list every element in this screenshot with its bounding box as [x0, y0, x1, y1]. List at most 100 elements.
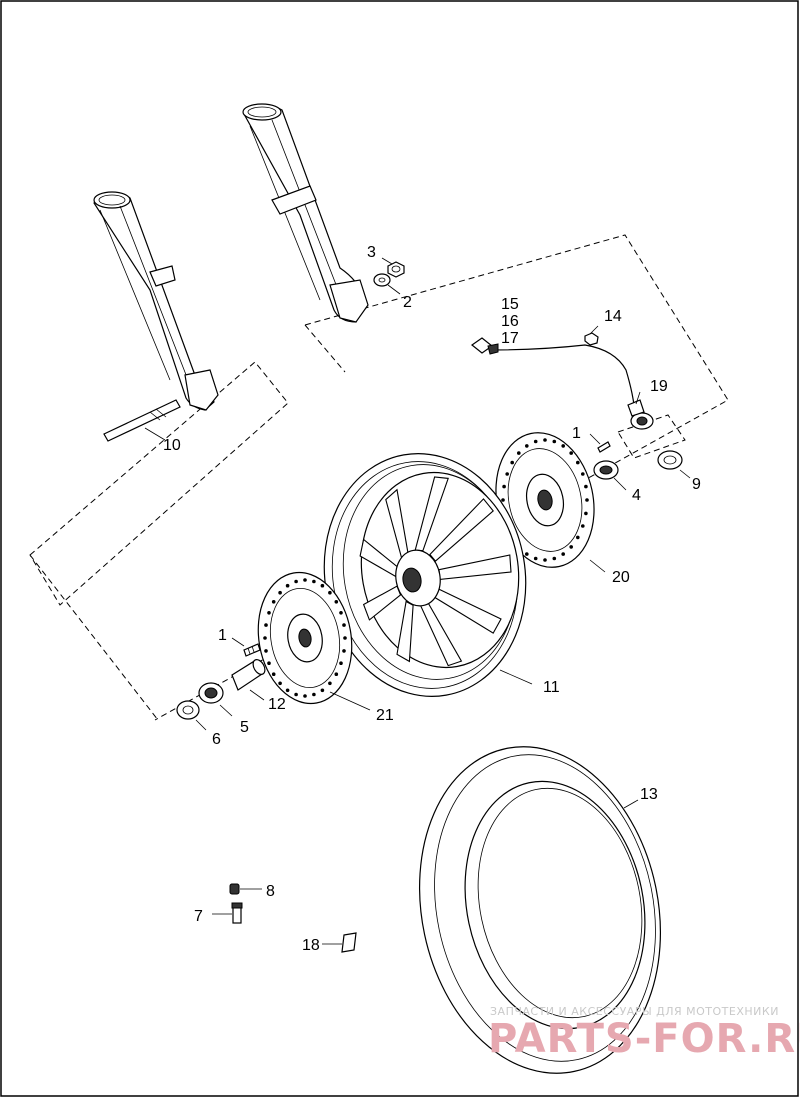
rotor-vent-hole	[502, 484, 506, 489]
rotor-vent-hole	[264, 623, 268, 627]
rotor-vent-hole	[552, 439, 557, 444]
rotor-vent-hole	[334, 600, 339, 604]
callout-11: 11	[543, 679, 560, 696]
rotor-vent-hole	[263, 636, 267, 640]
rotor-vent-hole	[501, 498, 505, 502]
rotor-vent-hole	[312, 579, 316, 584]
rotor-vent-hole	[584, 511, 588, 516]
bearing-left	[198, 682, 224, 704]
callout-10: 10	[163, 437, 181, 454]
rotor-vent-hole	[278, 681, 282, 686]
callout-13: 13	[640, 786, 658, 803]
rotor-vent-hole	[543, 558, 547, 562]
rotor-vent-hole	[581, 524, 585, 528]
tire	[418, 746, 662, 1074]
washer	[373, 273, 391, 287]
callout-17: 17	[501, 330, 519, 347]
rotor-vent-hole	[576, 535, 580, 540]
rotor-vent-hole	[294, 692, 298, 697]
watermark-brand: PARTS-FOR.RU	[488, 1016, 800, 1062]
axle-spacer	[231, 659, 266, 691]
rotor-vent-hole	[294, 579, 298, 584]
callout-9: 9	[692, 476, 701, 493]
callout-4: 4	[632, 487, 641, 504]
callout-5: 5	[240, 719, 249, 736]
rotor-vent-hole	[303, 694, 307, 698]
speed-sensor	[627, 399, 654, 430]
callout-2: 2	[403, 294, 412, 311]
callout-1-left: 1	[218, 627, 227, 644]
rotor-vent-hole	[584, 484, 588, 489]
rotor-vent-hole	[561, 552, 565, 556]
rotor-vent-hole	[271, 672, 276, 676]
valve-stem	[231, 902, 243, 924]
rotor-vent-hole	[271, 600, 276, 604]
callout-7: 7	[194, 908, 203, 925]
cable-clip-nut	[584, 332, 599, 346]
callout-19: 19	[650, 378, 668, 395]
rotor-vent-hole	[581, 472, 585, 476]
rotor-vent-hole	[285, 688, 290, 693]
rotor-vent-hole	[343, 636, 347, 640]
rotor-vent-hole	[303, 578, 307, 582]
watermark-tagline: ЗАПЧАСТИ И АКСЕССУАРЫ ДЛЯ МОТОТЕХНИКИ	[490, 1005, 779, 1018]
rotor-vent-hole	[339, 661, 343, 665]
rotor-vent-hole	[561, 444, 565, 448]
callout-12: 12	[268, 696, 286, 713]
callout-21: 21	[376, 707, 394, 724]
rotor-vent-hole	[285, 583, 290, 588]
rotor-vent-hole	[552, 556, 557, 561]
rotor-vent-hole	[328, 681, 332, 686]
leader-lines	[144, 257, 691, 945]
brake-rotor-right	[495, 432, 595, 568]
axle-nut	[387, 261, 405, 278]
rotor-vent-hole	[320, 688, 325, 693]
rotor-vent-hole	[267, 611, 271, 615]
callout-14: 14	[604, 308, 622, 325]
wheel-speed-sensor-cable	[470, 337, 635, 406]
rotor-vent-hole	[505, 472, 510, 476]
rotor-vent-hole	[328, 590, 332, 595]
rotor-vent-hole	[342, 623, 346, 627]
rotor-vent-hole	[278, 590, 282, 595]
cast-wheel	[323, 453, 527, 697]
callout-8: 8	[266, 883, 275, 900]
rotor-vent-hole	[543, 438, 547, 442]
rotor-vent-hole	[334, 672, 339, 676]
rotor-vent-hole	[342, 649, 346, 653]
assembly-boundary-top	[304, 324, 346, 373]
spacer-right	[657, 450, 683, 470]
callout-16: 16	[501, 313, 519, 330]
rotor-vent-hole	[576, 460, 580, 465]
rotor-vent-hole	[525, 444, 529, 448]
rotor-vent-hole	[312, 692, 316, 697]
front-axle	[103, 399, 181, 442]
bearing-right	[593, 460, 619, 480]
rotor-vent-hole	[585, 498, 589, 502]
screw-left	[243, 643, 261, 657]
callout-1-right: 1	[572, 425, 581, 442]
rotor-vent-hole	[510, 460, 514, 465]
rotor-vent-hole	[569, 451, 573, 455]
rotor-vent-hole	[339, 611, 343, 615]
screw-right	[597, 441, 611, 453]
spacer-left	[176, 700, 200, 720]
left-fork-slider	[93, 191, 219, 411]
callout-20: 20	[612, 569, 630, 586]
callout-3: 3	[367, 244, 376, 261]
rotor-vent-hole	[569, 545, 573, 549]
rotor-vent-hole	[533, 439, 538, 444]
callout-6: 6	[212, 731, 221, 748]
rotor-vent-hole	[267, 661, 271, 665]
callout-15: 15	[501, 296, 519, 313]
assembly-boundary-left	[29, 361, 289, 721]
right-fork-slider	[242, 103, 369, 323]
rotor-vent-hole	[533, 556, 538, 561]
valve-cap	[229, 883, 240, 895]
brake-rotor-left	[257, 571, 353, 705]
rotor-vent-hole	[525, 552, 529, 556]
rotor-vent-hole	[320, 583, 325, 588]
rotor-vent-hole	[264, 649, 268, 653]
